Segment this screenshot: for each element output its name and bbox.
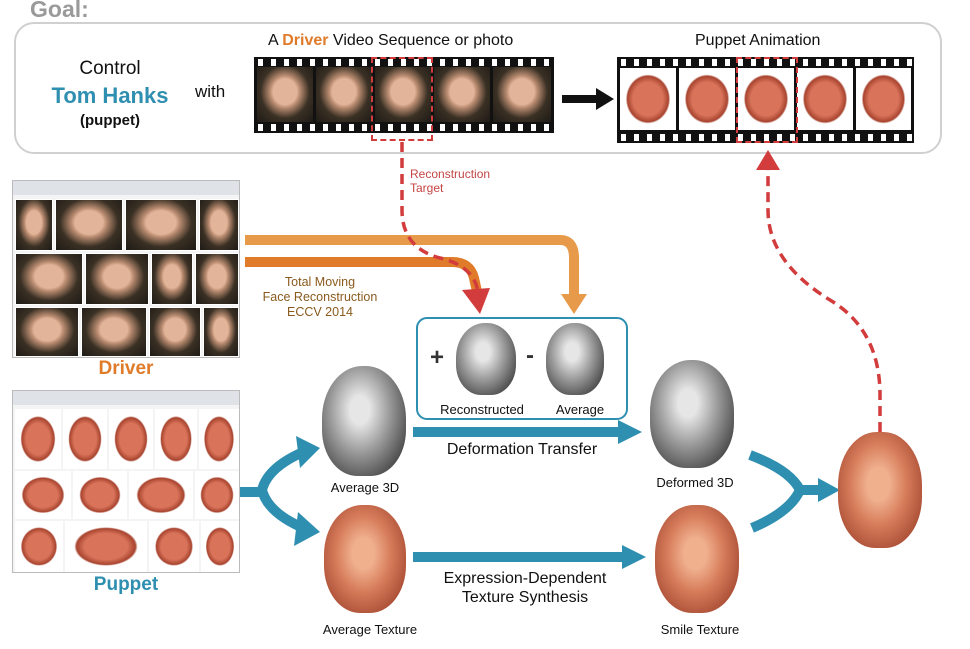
reconstruction-target-label: Reconstruction Target bbox=[410, 167, 491, 195]
puppet-frame bbox=[738, 68, 794, 130]
driver-frame bbox=[316, 67, 372, 122]
merge-arrow bbox=[748, 450, 806, 533]
deformation-transfer-label: Deformation Transfer bbox=[446, 441, 598, 458]
driver-image-search bbox=[12, 180, 240, 358]
final-puppet-face-image bbox=[838, 432, 922, 548]
deformed-3d-label: Deformed 3D bbox=[656, 475, 734, 490]
puppet-frame bbox=[679, 68, 735, 130]
puppet-image-search bbox=[12, 390, 240, 573]
average-3d-label: Average 3D bbox=[330, 480, 400, 495]
merge-arrowhead-icon bbox=[818, 478, 840, 502]
expression-texture-label: Expression-Dependent Texture Synthesis bbox=[443, 570, 607, 606]
difference-box bbox=[416, 317, 628, 420]
average-label: Average bbox=[555, 402, 605, 417]
deformation-arrowhead-icon bbox=[618, 420, 642, 444]
animation-dashed-line bbox=[766, 168, 882, 432]
puppet-frame bbox=[856, 68, 911, 130]
goal-arrow-icon bbox=[562, 88, 614, 110]
average-3d-face-image bbox=[322, 366, 406, 476]
reconstructed-label: Reconstructed bbox=[440, 402, 524, 417]
tmfr-label: Total Moving Face Reconstruction ECCV 20… bbox=[262, 275, 378, 319]
red-arrowhead-icon bbox=[462, 288, 490, 314]
driver-sequence-caption: A Driver Video Sequence or photo bbox=[268, 32, 514, 49]
puppet-label: Puppet bbox=[93, 574, 159, 595]
puppet-sub-label: (puppet) bbox=[80, 112, 140, 129]
driver-filmstrip bbox=[254, 57, 554, 133]
driver-frame bbox=[493, 67, 551, 122]
driver-label: Driver bbox=[98, 358, 154, 379]
texture-arrowhead-icon bbox=[622, 545, 646, 569]
minus-sign: - bbox=[526, 342, 534, 369]
puppet-filmstrip bbox=[617, 57, 914, 143]
plus-sign: + bbox=[430, 344, 445, 371]
average-texture-label: Average Texture bbox=[322, 622, 418, 637]
reconstructed-face-image bbox=[456, 323, 516, 395]
puppet-animation-caption: Puppet Animation bbox=[695, 32, 821, 49]
orange-arrow-to-average bbox=[245, 235, 579, 298]
with-label: with bbox=[195, 82, 226, 101]
average-face-image bbox=[546, 323, 604, 395]
texture-arrow-shaft bbox=[413, 552, 625, 562]
driver-frame bbox=[434, 67, 490, 122]
driver-frame bbox=[375, 67, 431, 122]
smile-texture-label: Smile Texture bbox=[660, 622, 740, 637]
smile-texture-image bbox=[655, 505, 739, 613]
orange-arrowhead-icon bbox=[561, 294, 587, 314]
puppet-frame bbox=[797, 68, 853, 130]
average-texture-image bbox=[324, 505, 406, 613]
reconstruction-dashed-line bbox=[400, 142, 480, 293]
driver-target-highlight bbox=[371, 57, 433, 141]
goal-heading: Goal: bbox=[30, 0, 89, 22]
deformed-3d-face-image bbox=[650, 360, 734, 468]
puppet-target-highlight bbox=[736, 57, 798, 143]
puppet-frame bbox=[620, 68, 676, 130]
deformation-arrow-shaft bbox=[413, 427, 621, 437]
tom-hanks-label: Tom Hanks bbox=[51, 83, 169, 108]
red-up-arrowhead-icon bbox=[756, 150, 780, 170]
driver-frame bbox=[257, 67, 313, 122]
control-label: Control bbox=[79, 58, 141, 79]
